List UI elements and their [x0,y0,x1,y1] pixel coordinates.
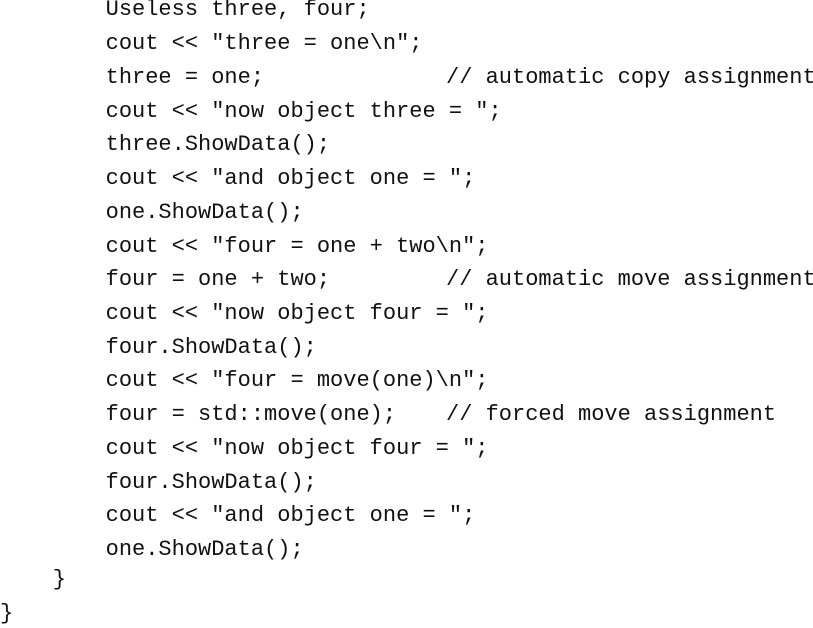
code-line: three.ShowData(); [0,132,331,157]
code-line: four.ShowData(); [0,470,317,495]
code-comment: // automatic move assignment [446,267,813,292]
code-line: cout << "and object one = "; [0,166,476,191]
code-line: cout << "four = one + two\n"; [0,234,489,259]
code-line: cout << "three = one\n"; [0,31,423,56]
code-line: one.ShowData(); [0,200,304,225]
code-comment: // forced move assignment [446,402,777,427]
code-line: four = one + two; [0,267,331,292]
code-line: cout << "now object four = "; [0,301,489,326]
code-line: cout << "now object three = "; [0,99,502,124]
code-line: Useless three, four; [0,0,370,22]
code-line: four.ShowData(); [0,335,317,360]
code-line: cout << "four = move(one)\n"; [0,368,489,393]
code-line: } [0,567,67,592]
code-line: cout << "now object four = "; [0,436,489,461]
code-line: four = std::move(one); [0,402,397,427]
code-line: cout << "and object one = "; [0,503,476,528]
code-comment: // automatic copy assignment [446,65,813,90]
code-line: one.ShowData(); [0,537,304,562]
code-line: } [0,601,14,626]
code-line: three = one; [0,65,265,90]
